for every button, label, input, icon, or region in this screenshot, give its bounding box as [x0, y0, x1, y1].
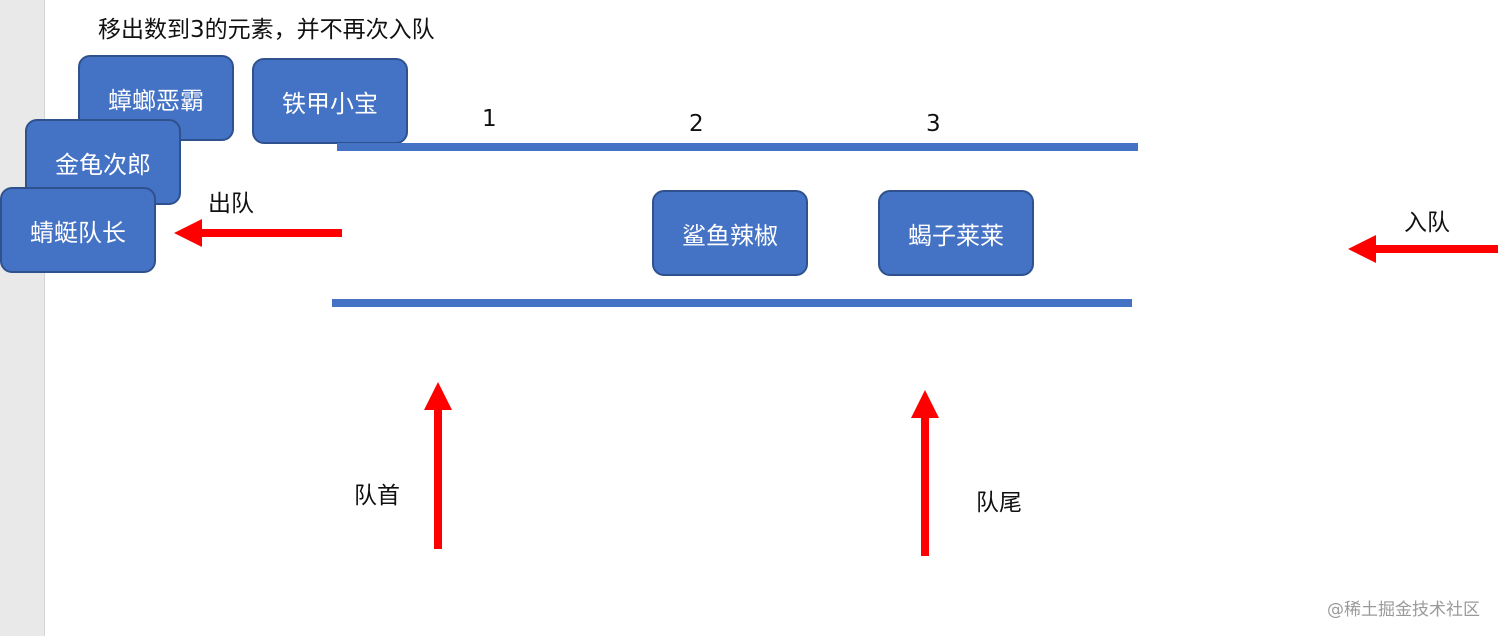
dequeue-label: 出队 [208, 191, 254, 217]
enqueue-arrow [1348, 235, 1498, 263]
dequeue-arrow [174, 219, 342, 247]
enqueue-label: 入队 [1404, 210, 1450, 236]
head-arrow [424, 382, 452, 549]
queue-item: 蝎子莱莱 [878, 190, 1034, 276]
position-number: 1 [482, 106, 497, 132]
queue-item: 鲨鱼辣椒 [652, 190, 808, 276]
removed-item: 铁甲小宝 [252, 58, 408, 144]
position-number: 3 [926, 111, 941, 137]
tail-label: 队尾 [976, 490, 1022, 516]
queue-bottom-border [332, 299, 1132, 307]
queue-top-border [337, 143, 1138, 151]
head-label: 队首 [354, 483, 400, 509]
tail-arrow [911, 390, 939, 556]
diagram-title: 移出数到3的元素，并不再次入队 [98, 17, 435, 43]
watermark: @稀土掘金技术社区 [1327, 600, 1480, 620]
position-number: 2 [689, 111, 704, 137]
removed-item: 蜻蜓队长 [0, 187, 156, 273]
left-gutter [0, 0, 45, 636]
